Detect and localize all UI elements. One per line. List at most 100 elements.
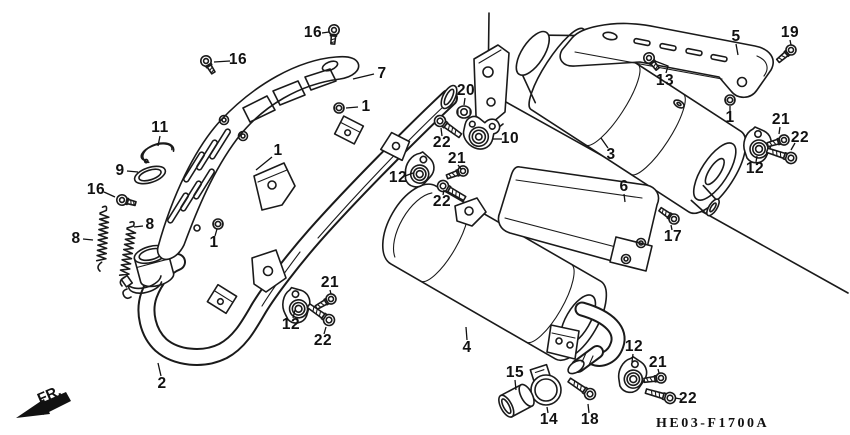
- callout-leader-line: [214, 228, 218, 237]
- part-callout-12: 12: [745, 160, 765, 177]
- callout-leader-line: [463, 97, 466, 106]
- callout-leader-line: [442, 189, 445, 196]
- shield-screw-16: [326, 23, 341, 46]
- exhaust-pipe-clamp: [529, 363, 562, 406]
- outlet-hanger-bracket: [546, 324, 580, 360]
- callout-leader-line: [157, 362, 162, 377]
- part-callout-8: 8: [71, 230, 81, 247]
- front-heat-shield: [156, 55, 360, 261]
- lower-muffler-outlet: [567, 301, 626, 375]
- muffler-joint-collar: [462, 115, 501, 150]
- part-callout-18: 18: [580, 411, 600, 428]
- pipe-hanger-bracket: [253, 162, 296, 211]
- flange-nut-1: [333, 102, 345, 114]
- pipe-stay-plate: [379, 131, 411, 162]
- callout-leader-line: [255, 156, 273, 171]
- part-callout-22: 22: [790, 129, 810, 146]
- muffler-heat-shield-plate: [559, 22, 774, 99]
- part-callout-12: 12: [624, 338, 644, 355]
- part-callout-22: 22: [313, 332, 333, 349]
- front-direction-arrow-icon: [16, 392, 71, 418]
- flange-nut-1: [212, 218, 224, 230]
- part-callout-13: 13: [655, 72, 675, 89]
- pipe-clamp-bracket-lower: [206, 283, 238, 315]
- callout-leader-line: [790, 142, 796, 151]
- part-callout-1: 1: [273, 142, 283, 159]
- lower-muffler: [381, 183, 608, 362]
- callout-leader-line: [345, 106, 359, 109]
- callout-leader-line: [789, 39, 792, 46]
- part-callout-6: 6: [619, 178, 629, 195]
- clamp-bolt-18: [565, 374, 599, 403]
- part-callout-5: 5: [731, 28, 741, 45]
- lower-heat-shield: [497, 166, 660, 272]
- callout-leader-line: [631, 353, 634, 363]
- callout-leader-line: [404, 172, 414, 177]
- upper-muffler: [515, 27, 747, 217]
- front-exhaust-pipe: [137, 84, 458, 366]
- part-callout-11: 11: [151, 119, 169, 136]
- callout-leader-line: [440, 127, 443, 137]
- pipe-side-plate: [251, 249, 287, 293]
- callout-leader-line: [126, 170, 139, 173]
- callout-leader-line: [587, 403, 590, 414]
- part-callout-17: 17: [663, 228, 683, 245]
- part-callout-10: 10: [500, 130, 520, 147]
- callout-leader-line: [546, 406, 549, 414]
- part-callout-15: 15: [505, 364, 525, 381]
- part-callout-3: 3: [606, 146, 616, 163]
- pipe-collar: [498, 383, 535, 418]
- callout-leader-line: [657, 368, 660, 374]
- part-callout-2: 2: [157, 375, 167, 392]
- part-callout-1: 1: [725, 109, 735, 126]
- part-callout-19: 19: [780, 24, 800, 41]
- callout-leader-line: [323, 326, 327, 335]
- pipe-inlet-collar: [120, 244, 175, 300]
- part-callout-12: 12: [388, 169, 408, 186]
- callout-leader-line: [778, 126, 781, 135]
- callout-leader-line: [329, 289, 332, 295]
- part-callout-7: 7: [377, 65, 387, 82]
- part-callout-1: 1: [209, 234, 219, 251]
- part-callout-16: 16: [86, 181, 106, 198]
- part-callout-21: 21: [320, 274, 340, 291]
- part-callout-12: 12: [281, 316, 301, 333]
- flange-bolt-22: [643, 385, 678, 406]
- callout-leader-line: [352, 73, 375, 80]
- shield-screw-16: [114, 192, 138, 210]
- pipe-open-end: [440, 84, 458, 110]
- part-callout-22: 22: [678, 390, 698, 407]
- callout-leader-line: [600, 137, 609, 149]
- part-callout-1: 1: [361, 98, 371, 115]
- callout-leader-line: [755, 155, 758, 163]
- retainer-clip: [140, 142, 175, 164]
- muffler-weld-oval: [673, 99, 685, 109]
- shield-bolt-19: [773, 42, 799, 66]
- lower-muffler-bracket: [454, 197, 487, 227]
- callout-leader-line: [670, 224, 673, 231]
- part-callout-8: 8: [145, 216, 155, 233]
- callout-leader-line: [674, 397, 682, 400]
- callout-leader-line: [133, 225, 144, 228]
- part-callout-14: 14: [539, 411, 559, 428]
- callout-leader-line: [514, 379, 517, 391]
- shield-screw-16: [198, 53, 219, 77]
- flange-nut-1: [724, 94, 736, 106]
- part-callout-4: 4: [462, 339, 472, 356]
- spring-hook: [122, 288, 132, 300]
- flange-nut-20: [456, 105, 472, 119]
- part-callout-9: 9: [115, 162, 125, 179]
- part-callout-20: 20: [456, 82, 476, 99]
- exhaust-spring-left: [95, 205, 111, 273]
- callout-leader-line: [623, 193, 626, 203]
- callout-leader-line: [465, 326, 468, 341]
- callout-leader-line: [321, 31, 330, 34]
- part-callout-21: 21: [648, 354, 668, 371]
- part-callout-22: 22: [432, 134, 452, 151]
- callout-leader-line: [82, 238, 94, 241]
- pipe-clamp-bracket-upper: [333, 115, 365, 145]
- exhaust-gasket: [133, 165, 167, 185]
- part-callout-21: 21: [771, 111, 791, 128]
